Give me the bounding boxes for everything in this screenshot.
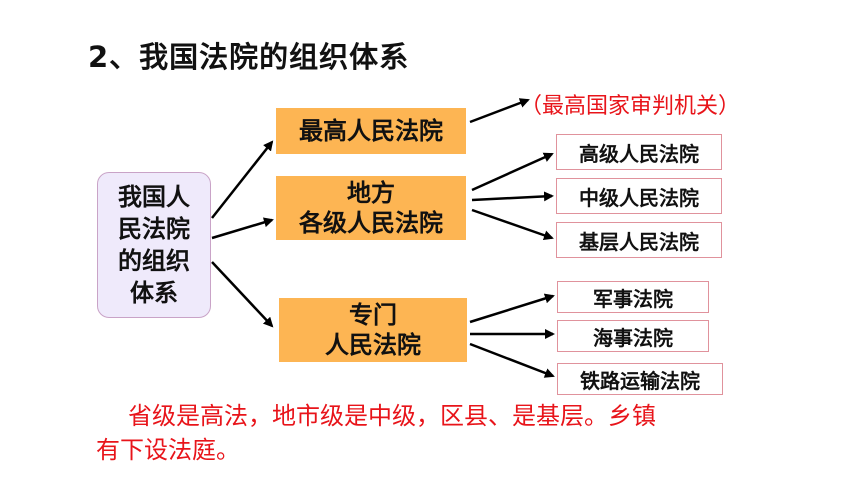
- leaf-military-court: 军事法院: [557, 281, 709, 313]
- node-special-courts: 专门 人民法院: [279, 298, 467, 362]
- arrow-root-special: [211, 261, 274, 328]
- footnote-line1: 省级是高法，地市级是中级，区县、是基层。乡镇: [128, 402, 656, 430]
- arrow-root-local: [211, 217, 274, 240]
- node-local-courts-line2: 各级人民法院: [299, 209, 443, 237]
- arrow-supreme-note: [469, 98, 530, 124]
- supreme-note: （最高国家审判机关）: [520, 94, 741, 119]
- node-supreme-court: 最高人民法院: [276, 108, 466, 154]
- node-special-courts-line2: 人民法院: [325, 331, 421, 359]
- leaf-high-court: 高级人民法院: [556, 134, 722, 170]
- arrow-root-supreme: [211, 140, 274, 219]
- arrow-local-base: [471, 208, 554, 241]
- node-local-courts-line1: 地方: [347, 179, 395, 207]
- leaf-intermediate-court: 中级人民法院: [556, 178, 722, 214]
- footnote-line2: 有下设法庭。: [96, 436, 240, 464]
- arrow-special-military: [469, 293, 555, 324]
- node-supreme-court-label: 最高人民法院: [299, 117, 443, 145]
- arrow-local-mid: [471, 191, 554, 202]
- page-title: 2、我国法院的组织体系: [88, 40, 410, 74]
- arrow-local-high: [471, 152, 554, 192]
- leaf-railway-court: 铁路运输法院: [557, 363, 723, 395]
- leaf-basic-court: 基层人民法院: [556, 222, 722, 258]
- root-node-label: 我国人民法院的组织体系: [118, 183, 190, 307]
- leaf-maritime-court: 海事法院: [557, 320, 709, 352]
- node-local-courts: 地方 各级人民法院: [276, 176, 466, 240]
- node-special-courts-line1: 专门: [349, 301, 397, 329]
- root-node: 我国人民法院的组织体系: [97, 172, 211, 318]
- arrow-special-railway: [469, 342, 555, 378]
- footnote: 省级是高法，地市级是中级，区县、是基层。乡镇 有下设法庭。: [96, 399, 796, 467]
